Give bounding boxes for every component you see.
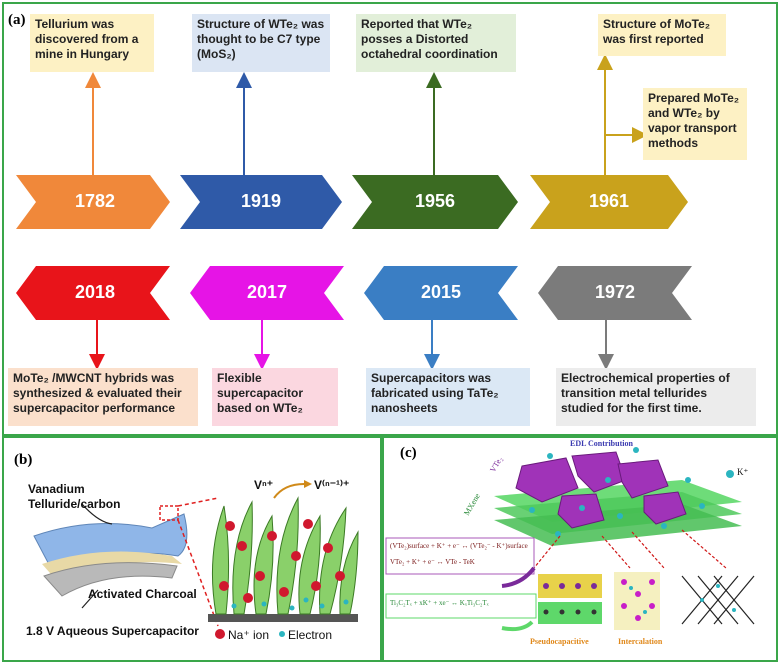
note-1782: Tellurium was discovered from a mine in … bbox=[30, 14, 154, 72]
year-1782: 1782 bbox=[74, 191, 116, 211]
chevron-1919 bbox=[180, 175, 342, 229]
panel-b-label: (b) bbox=[14, 452, 33, 468]
charcoal-label: Activated Charcoal bbox=[88, 587, 197, 601]
chevron-2018 bbox=[16, 266, 170, 320]
panel-c-label: (c) bbox=[400, 445, 417, 461]
year-1919: 1919 bbox=[240, 191, 282, 211]
note-1956: Reported that WTe₂ posses a Distorted oc… bbox=[356, 14, 516, 72]
panel-b-caption: 1.8 V Aqueous Supercapacitor bbox=[26, 624, 199, 638]
note-2018: MoTe₂ /MWCNT hybrids was synthesized & e… bbox=[8, 368, 198, 426]
panel-a-frame bbox=[2, 2, 778, 436]
panel-c-illustration bbox=[385, 447, 755, 632]
pseudocapacitive-label: Pseudocapacitive bbox=[530, 637, 589, 646]
legend-na-ion: Na⁺ ion bbox=[228, 628, 270, 642]
chevron-2017 bbox=[190, 266, 344, 320]
chevron-1961 bbox=[530, 175, 688, 229]
panel-b-frame bbox=[2, 436, 382, 662]
legend-electron: Electron bbox=[288, 628, 333, 642]
charcoal-sheet bbox=[43, 562, 178, 597]
note-1919: Structure of WTe₂ was thought to be C7 t… bbox=[192, 14, 330, 72]
year-2018: 2018 bbox=[74, 282, 116, 302]
note-2017: Flexible supercapacitor based on WTe₂ bbox=[212, 368, 338, 426]
equation-1: (VTe₂)surface + K⁺ + e⁻ ↔ (VTe₂⁻ - K⁺)su… bbox=[390, 542, 528, 550]
edl-label: EDL Contribution bbox=[570, 439, 633, 448]
intercalation-label: Intercalation bbox=[618, 637, 663, 646]
timeline-graphics bbox=[16, 54, 692, 370]
vanadium-label: Vanadium Telluride/carbon bbox=[28, 482, 121, 511]
year-2015: 2015 bbox=[420, 282, 462, 302]
equation-3: Ti₃C₂Tₓ + xK⁺ + xe⁻ ↔ KₓTi₃C₂Tₓ bbox=[390, 599, 489, 607]
year-1956: 1956 bbox=[414, 191, 456, 211]
k-plus-label: K⁺ bbox=[737, 467, 749, 477]
chevron-2015 bbox=[364, 266, 518, 320]
chevron-1956 bbox=[352, 175, 518, 229]
panel-a-label: (a) bbox=[8, 12, 26, 28]
note-1972: Electrochemical properties of transition… bbox=[556, 368, 756, 426]
v-n-label: Vⁿ⁺ bbox=[254, 478, 274, 492]
year-1961: 1961 bbox=[588, 191, 630, 211]
year-1972: 1972 bbox=[594, 282, 636, 302]
chevron-1972 bbox=[538, 266, 692, 320]
panel-c-frame bbox=[382, 436, 778, 662]
separator-sheet bbox=[42, 551, 182, 582]
note-2015: Supercapacitors was fabricated using TaT… bbox=[366, 368, 530, 426]
v-n1-label: V⁽ⁿ⁻¹⁾⁺ bbox=[314, 478, 350, 492]
note-1961-vapor: Prepared MoTe₂ and WTe₂ by vapor transpo… bbox=[643, 88, 747, 160]
panel-b-illustration bbox=[33, 480, 359, 639]
note-1961: Structure of MoTe₂ was first reported bbox=[598, 14, 726, 56]
chevron-1782 bbox=[16, 175, 170, 229]
year-2017: 2017 bbox=[246, 282, 288, 302]
equation-2: VTe₂ + K⁺ + e⁻ ↔ VTe - TeK bbox=[390, 558, 475, 566]
